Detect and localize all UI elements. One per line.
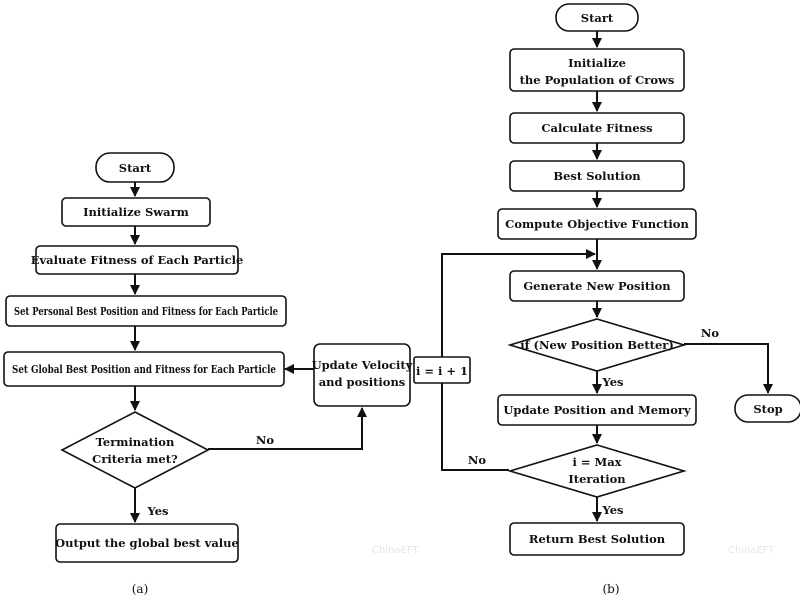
- generate-position-node: Generate New Position: [509, 270, 685, 302]
- init-swarm-label: Initialize Swarm: [83, 205, 189, 219]
- if-better-decision-node: if (New Position Better): [507, 318, 687, 372]
- csa-yes-update-label: Yes: [601, 375, 623, 389]
- compute-objective-label: Compute Objective Function: [505, 217, 689, 231]
- caption-a: (a): [132, 582, 149, 596]
- update-velocity-label-1: Update Velocity: [312, 358, 413, 372]
- global-best-label: Set Global Best Position and Fitness for…: [12, 362, 276, 376]
- generate-position-label: Generate New Position: [523, 279, 671, 293]
- csa-start-terminator: [555, 3, 639, 32]
- update-velocity-node: Update Velocity and positions: [312, 343, 413, 407]
- max-iteration-diamond: [507, 444, 687, 498]
- eval-fitness-node: Evaluate Fitness of Each Particle: [31, 245, 244, 275]
- csa-no-stop-label: No: [701, 326, 720, 340]
- update-memory-box: [497, 394, 697, 426]
- best-solution-node: Best Solution: [509, 160, 685, 192]
- personal-best-label: Set Personal Best Position and Fitness f…: [14, 304, 278, 318]
- csa-start-node: Start: [555, 3, 639, 32]
- increment-node: i = i + 1: [413, 356, 471, 384]
- csa-no-loop-label: No: [468, 453, 487, 467]
- max-iteration-label-2: Iteration: [568, 472, 626, 486]
- pso-no-label: No: [256, 433, 275, 447]
- pso-start-label: Start: [119, 161, 152, 175]
- init-population-label-1: Initialize: [568, 56, 626, 70]
- output-node: Output the global best value: [55, 523, 239, 563]
- eval-fitness-label: Evaluate Fitness of Each Particle: [31, 253, 244, 267]
- diagram-b: Start Initialize the Population of Crows…: [413, 3, 800, 596]
- best-solution-box: [509, 160, 685, 192]
- caption-b: (b): [602, 582, 619, 596]
- init-swarm-box: [61, 197, 211, 227]
- global-best-node: Set Global Best Position and Fitness for…: [3, 351, 285, 387]
- output-label: Output the global best value: [55, 536, 239, 550]
- edge-termination-no-to-update: [208, 407, 367, 450]
- personal-best-box: [5, 295, 287, 327]
- csa-start-label: Start: [581, 11, 614, 25]
- max-iteration-decision-node: i = Max Iteration: [507, 444, 687, 498]
- return-best-label: Return Best Solution: [529, 532, 666, 546]
- global-best-box: [3, 351, 285, 387]
- if-better-diamond: [507, 318, 687, 372]
- diagram-b-watermark: ChinaEFT: [728, 545, 775, 556]
- diagram-a-connectors: [130, 182, 367, 523]
- best-solution-label: Best Solution: [553, 169, 641, 183]
- diagram-a: Start Initialize Swarm Evaluate Fitness …: [3, 152, 419, 596]
- update-memory-label: Update Position and Memory: [503, 403, 691, 417]
- output-box: [55, 523, 239, 563]
- calc-fitness-box: [509, 112, 685, 144]
- stop-label: Stop: [753, 402, 782, 416]
- update-memory-node: Update Position and Memory: [497, 394, 697, 426]
- stop-terminator: [734, 394, 800, 423]
- return-best-node: Return Best Solution: [509, 522, 685, 556]
- edge-if-no-to-stop: [684, 343, 773, 394]
- update-velocity-box: [313, 343, 411, 407]
- compute-objective-box: [497, 208, 697, 240]
- termination-diamond: [60, 411, 210, 489]
- init-population-label-2: the Population of Crows: [520, 73, 675, 87]
- pso-start-terminator: [95, 152, 175, 183]
- pso-yes-label: Yes: [146, 504, 168, 518]
- termination-decision-node: Termination Criteria met?: [60, 411, 210, 489]
- termination-label-2: Criteria met?: [92, 452, 178, 466]
- termination-label-1: Termination: [96, 435, 175, 449]
- diagram-a-watermark: ChinaEFT: [372, 545, 419, 556]
- personal-best-node: Set Personal Best Position and Fitness f…: [5, 295, 287, 327]
- calc-fitness-label: Calculate Fitness: [541, 121, 652, 135]
- pso-start-node: Start: [95, 152, 175, 183]
- eval-fitness-box: [35, 245, 239, 275]
- increment-label: i = i + 1: [416, 364, 468, 378]
- max-iteration-label-1: i = Max: [572, 455, 621, 469]
- init-population-node: Initialize the Population of Crows: [509, 48, 685, 92]
- csa-yes-return-label: Yes: [601, 503, 623, 517]
- increment-box: [413, 356, 471, 384]
- stop-node: Stop: [734, 394, 800, 423]
- update-velocity-label-2: and positions: [319, 375, 406, 389]
- if-better-label: if (New Position Better): [520, 338, 674, 352]
- compute-objective-node: Compute Objective Function: [497, 208, 697, 240]
- generate-position-box: [509, 270, 685, 302]
- init-population-box: [509, 48, 685, 92]
- init-swarm-node: Initialize Swarm: [61, 197, 211, 227]
- calc-fitness-node: Calculate Fitness: [509, 112, 685, 144]
- return-best-box: [509, 522, 685, 556]
